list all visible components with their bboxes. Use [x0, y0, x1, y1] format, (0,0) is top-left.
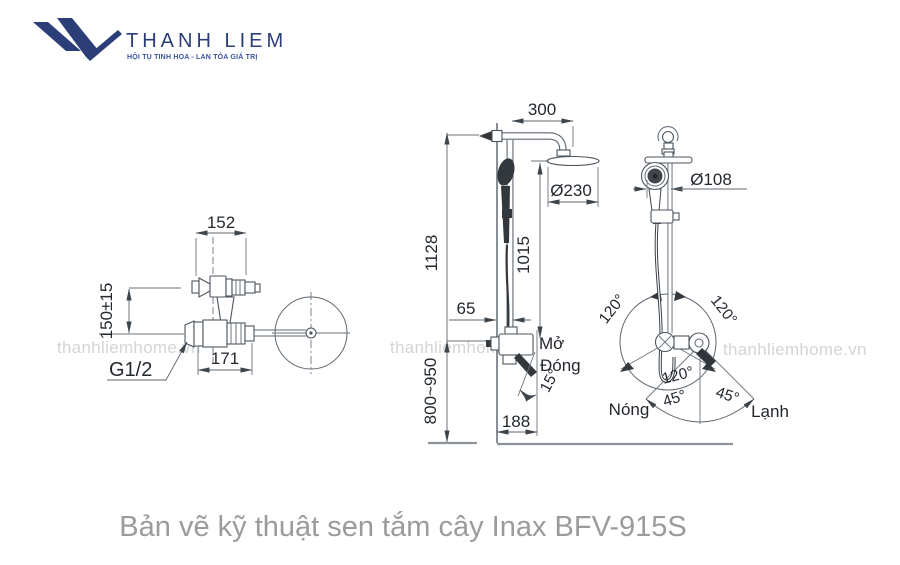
hand-shower-front: [640, 161, 680, 224]
rain-head-front: [644, 126, 693, 164]
angle-hot: 45°: [661, 387, 689, 410]
brand-logo-mark: [33, 18, 122, 61]
column-side-drawing: 300 Ø230 1128 800~950 1015 65 15°: [421, 100, 733, 446]
dim-arm-length: 300: [528, 100, 556, 119]
dim-base-width: 188: [502, 412, 530, 431]
valve-front: [654, 331, 716, 367]
hand-shower-side: [497, 158, 515, 331]
brand-name: THANH LIEM: [126, 30, 288, 52]
label-close: Đóng: [540, 356, 581, 375]
dim-hand-head: Ø108: [690, 170, 732, 189]
column-front-drawing: Ø108 120° 120° 120° 45° 45° Nóng Lạnh: [596, 126, 789, 424]
dim-column-height: 1015: [514, 236, 533, 274]
brand-tagline: HỘI TỤ TINH HOA - LAN TỎA GIÁ TRỊ: [127, 54, 258, 61]
angle-cold: 45°: [714, 384, 742, 407]
watermark: thanhliemhome.vn: [57, 338, 201, 357]
drawing-caption: Bản vẽ kỹ thuật sen tắm cây Inax BFV-915…: [119, 511, 687, 543]
dim-total-height: 1128: [422, 235, 441, 272]
watermark: thanhliemhome.vn: [723, 340, 867, 359]
dim-mount-height: 800~950: [421, 358, 440, 425]
dim-height: 150±15: [97, 283, 116, 340]
dim-wall-gap: 65: [457, 299, 476, 318]
valve-side: [486, 326, 537, 377]
label-cold: Lạnh: [751, 402, 789, 421]
side-view-drawing: 152 150±15 171 G1/2: [97, 213, 350, 381]
label-hot: Nóng: [609, 400, 650, 419]
thread-label: G1/2: [109, 359, 152, 381]
dim-width-bottom: 171: [211, 349, 239, 368]
label-open: Mở: [539, 334, 564, 353]
brand-header: THANH LIEM HỘI TỤ TINH HOA - LAN TỎA GIÁ…: [0, 0, 300, 90]
valve-body-side: [184, 275, 350, 374]
dim-width-top: 152: [207, 213, 235, 232]
dim-rain-head: Ø230: [550, 181, 592, 200]
